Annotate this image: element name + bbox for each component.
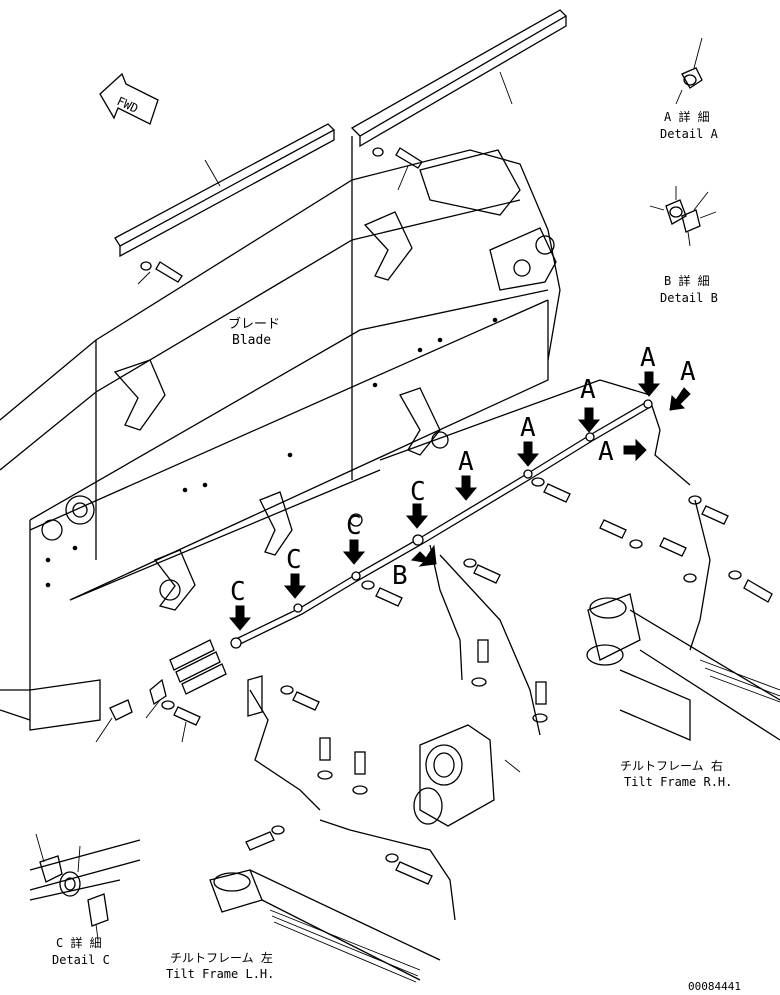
callout-c-1: C [410, 477, 426, 507]
blade-label-en: Blade [232, 333, 271, 348]
callout-c-3: C [286, 545, 302, 575]
callout-a-3: A [520, 413, 536, 443]
callout-c-4: C [230, 577, 246, 607]
top-rail [350, 9, 568, 148]
callout-arrows [228, 371, 691, 631]
callout-a-5: A [680, 357, 696, 387]
callout-a-2: A [580, 375, 596, 405]
callout-a-4: A [458, 447, 474, 477]
drawing-number: 00084441 [688, 980, 741, 993]
vertical-bolts [245, 639, 548, 885]
arrow-a-5-icon [669, 387, 691, 411]
fwd-label: FWD [115, 94, 141, 116]
blade-label-jp: ブレード [228, 316, 280, 332]
tilt-lh-label-en: Tilt Frame L.H. [166, 967, 274, 981]
tilt-rh-label-en: Tilt Frame R.H. [624, 775, 732, 789]
fwd-arrow-icon: FWD [99, 72, 159, 125]
arrow-a-3-icon [516, 441, 540, 467]
callout-letters: A A A A A A C C C C B [230, 343, 696, 607]
left-rail [114, 123, 336, 258]
arrow-c-4-icon [228, 605, 252, 631]
fitting-cluster [149, 639, 263, 717]
tilt-lh-label-jp: チルトフレーム 左 [170, 950, 273, 965]
detail-a-drawing [675, 37, 703, 105]
valve-block [413, 724, 521, 827]
tilt-rh-label-jp: チルトフレーム 右 [620, 758, 723, 773]
detail-a-jp: A 詳 細 [664, 109, 710, 124]
detail-a-en: Detail A [660, 127, 719, 141]
tilt-frame-rh [586, 593, 780, 741]
callout-a-1: A [640, 343, 656, 373]
detail-b-drawing [649, 186, 717, 247]
arrow-c-1-icon [405, 503, 429, 529]
arrow-c-3-icon [283, 573, 307, 599]
rh-bolts [599, 495, 773, 603]
callout-c-2: C [346, 511, 362, 541]
arrow-a-6-icon [623, 438, 647, 462]
arrow-c-2-icon [342, 539, 366, 565]
callout-b: B [392, 561, 408, 591]
callout-a-6: A [598, 437, 614, 467]
arrow-a-1-icon [637, 371, 661, 397]
arrow-a-2-icon [577, 407, 601, 433]
detail-c-en: Detail C [52, 953, 110, 967]
arrow-a-4-icon [454, 475, 478, 501]
bolt-top-left [137, 261, 183, 285]
blade [0, 136, 651, 731]
arrow-b-icon [410, 544, 437, 567]
bolt-top-right [372, 147, 423, 191]
detail-b-jp: B 詳 細 [664, 273, 710, 288]
detail-c-drawing [29, 833, 141, 941]
hose-bolts [95, 477, 571, 743]
detail-b-en: Detail B [660, 291, 718, 305]
tilt-frame-lh [209, 869, 441, 983]
detail-c-jp: C 詳 細 [56, 935, 102, 950]
